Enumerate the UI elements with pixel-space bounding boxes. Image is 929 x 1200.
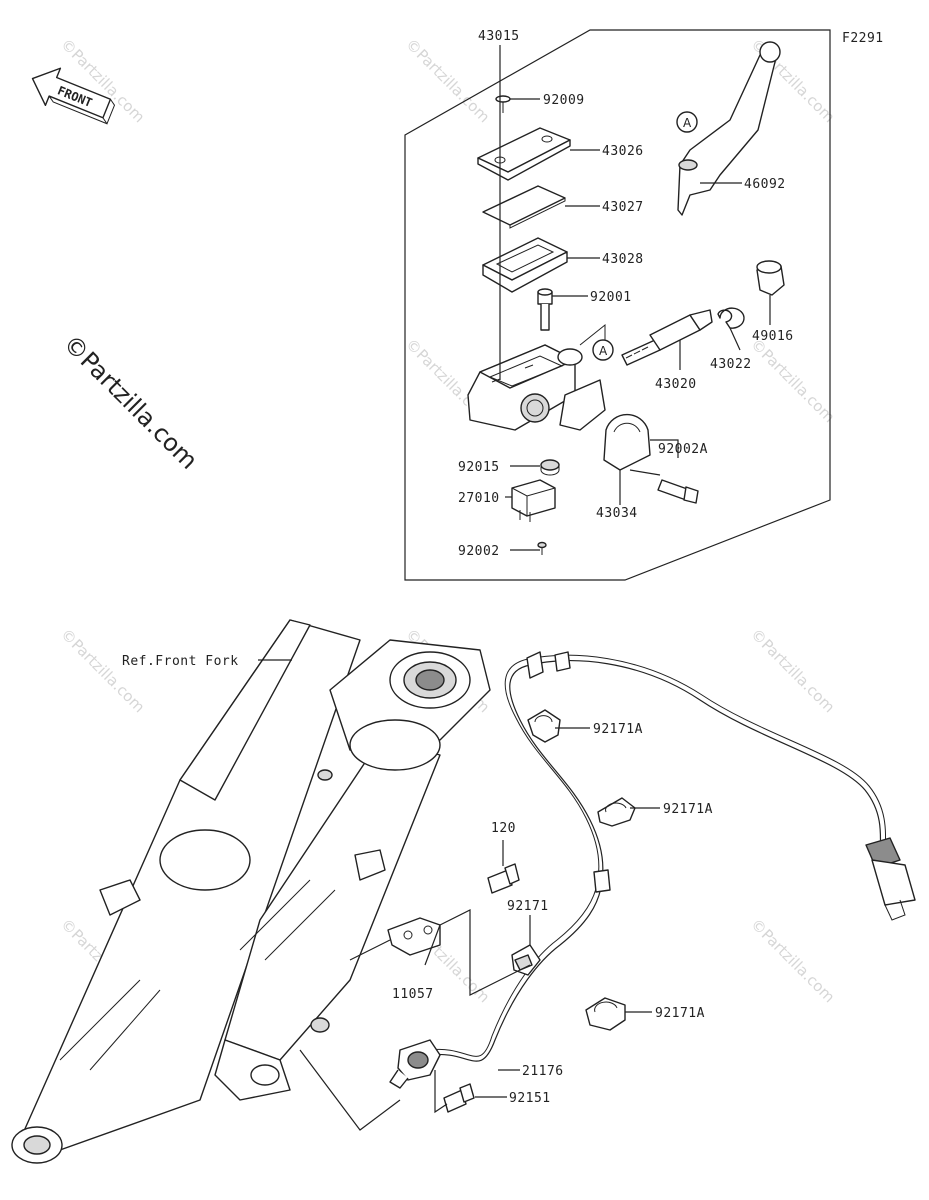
wheel-speed-sensor <box>389 1039 441 1089</box>
label-43020: 43020 <box>655 377 697 392</box>
reservoir-cap <box>477 127 571 181</box>
svg-text:A: A <box>599 344 608 358</box>
label-92171a-2: 92171A <box>663 802 713 817</box>
watermark: ©Partzilla.com <box>747 625 838 716</box>
label-92001: 92001 <box>590 290 632 305</box>
label-27010: 27010 <box>458 491 500 506</box>
front-fork <box>11 619 491 1164</box>
label-92009: 92009 <box>543 93 585 108</box>
label-92171: 92171 <box>507 899 549 914</box>
cable-clamp-92171a-1 <box>527 709 561 743</box>
label-11057: 11057 <box>392 987 434 1002</box>
label-43028: 43028 <box>602 252 644 267</box>
pivot-bolt <box>537 288 553 331</box>
brake-lever <box>677 41 781 216</box>
label-92171a-3: 92171A <box>655 1006 705 1021</box>
assembly-box <box>404 29 831 581</box>
sensor-bolt <box>443 1083 475 1113</box>
leader-lines-lower <box>299 727 660 1131</box>
reservoir-plate <box>482 185 566 229</box>
label-46092: 46092 <box>744 177 786 192</box>
sensor-bracket <box>387 917 441 956</box>
label-43022: 43022 <box>710 357 752 372</box>
label-43026: 43026 <box>602 144 644 159</box>
label-43027: 43027 <box>602 200 644 215</box>
watermark: ©Partzilla.com <box>747 915 838 1006</box>
label-49016: 49016 <box>752 329 794 344</box>
circlip <box>717 307 745 329</box>
cable-grommet <box>511 944 541 976</box>
ref-front-fork-label: Ref.Front Fork <box>122 654 239 669</box>
label-21176: 21176 <box>522 1064 564 1079</box>
cable-sleeve <box>526 651 544 679</box>
watermark: ©Partzilla.com <box>402 35 493 126</box>
watermark: ©Partzilla.com <box>747 335 838 426</box>
label-92002: 92002 <box>458 544 500 559</box>
watermark: ©Partzilla.com <box>57 625 148 716</box>
master-cylinder-body <box>467 344 606 431</box>
brake-light-switch <box>511 479 556 522</box>
label-92171a-1: 92171A <box>593 722 643 737</box>
diaphragm <box>482 237 568 293</box>
dust-boot <box>756 260 785 296</box>
bolt-120 <box>487 863 520 894</box>
washer <box>540 459 560 476</box>
label-43015: 43015 <box>478 29 520 44</box>
cable-clamp-92171a-3 <box>585 997 626 1031</box>
sensor-cable <box>429 659 882 1062</box>
label-92151: 92151 <box>509 1091 551 1106</box>
sensor-connector <box>865 837 916 921</box>
label-92002A: 92002A <box>658 442 708 457</box>
screw-92009 <box>495 95 511 113</box>
switch-screw <box>537 541 547 555</box>
label-92015: 92015 <box>458 460 500 475</box>
copyright-mark: ©Partzilla.com <box>58 329 203 474</box>
piston-assembly <box>621 309 713 366</box>
callout-a-body: A <box>579 323 614 361</box>
clamp-bolt <box>657 479 699 504</box>
callout-a-lever: A <box>676 111 698 133</box>
label-120: 120 <box>491 821 516 836</box>
handlebar-clamp <box>603 413 651 471</box>
leader-lines-upper <box>499 45 771 551</box>
svg-text:A: A <box>683 116 692 130</box>
label-43034: 43034 <box>596 506 638 521</box>
cable-clamp-92171a-2 <box>597 797 636 827</box>
figure-code: F2291 <box>842 31 884 46</box>
